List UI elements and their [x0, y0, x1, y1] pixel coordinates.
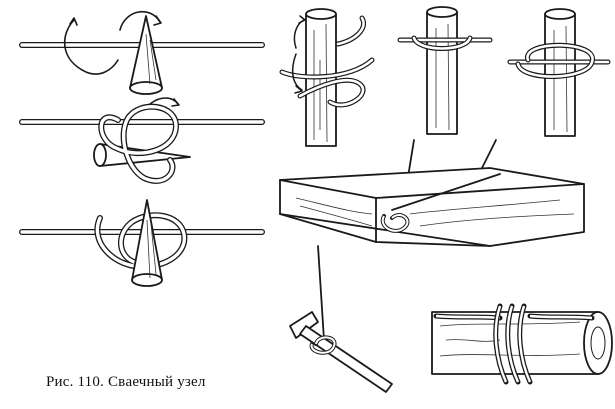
panel-step-1	[19, 10, 265, 95]
panel-post-1	[279, 8, 375, 147]
panel-plank	[279, 139, 585, 247]
panel-post-3	[507, 8, 611, 137]
panel-post-2	[397, 6, 493, 135]
panel-step-3	[19, 199, 265, 287]
panel-log	[431, 303, 613, 385]
figure-caption: Рис. 110. Свaечный узел	[46, 374, 206, 390]
panel-step-2	[19, 97, 265, 184]
panel-hammer	[289, 245, 393, 393]
